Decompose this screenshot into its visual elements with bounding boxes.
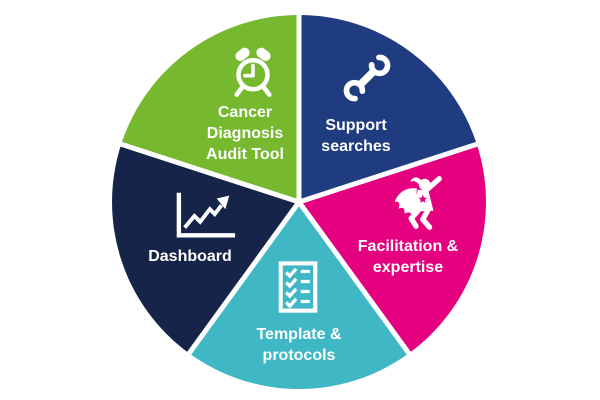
checklist-icon bbox=[278, 260, 318, 314]
label-line: searches bbox=[321, 138, 391, 155]
label-line: expertise bbox=[372, 259, 444, 276]
segment-divider bbox=[298, 141, 478, 205]
superhero-icon bbox=[386, 172, 448, 234]
segment-divider bbox=[296, 200, 411, 355]
segment-label-support-searches: Support searches bbox=[321, 115, 390, 157]
segment-label-facilitation-expertise: Facilitation & expertise bbox=[358, 236, 458, 278]
label-line: Facilitation & bbox=[357, 238, 459, 255]
label-line: Template & bbox=[256, 326, 342, 343]
label-line: Support bbox=[325, 117, 387, 134]
segment-divider bbox=[120, 141, 300, 205]
pie-segment-template-protocols bbox=[189, 202, 409, 390]
segment-label-template-protocols: Template & protocols bbox=[256, 324, 341, 366]
label-line: Dashboard bbox=[148, 248, 232, 265]
segment-label-dashboard: Dashboard bbox=[148, 246, 232, 267]
pie-segment-dashboard bbox=[112, 144, 299, 354]
line-chart-icon bbox=[175, 190, 237, 240]
pie-segment-support-searches bbox=[299, 15, 477, 202]
segment-label-cancer-diagnosis-audit-tool: Cancer Diagnosis Audit Tool bbox=[206, 102, 284, 165]
wrench-icon bbox=[337, 48, 397, 108]
segment-divider bbox=[187, 200, 302, 355]
label-line: Diagnosis bbox=[206, 125, 284, 142]
label-line: Audit Tool bbox=[206, 146, 284, 163]
pie-segment-facilitation-expertise bbox=[299, 144, 486, 354]
label-line: protocols bbox=[262, 347, 336, 364]
alarm-clock-icon bbox=[224, 43, 282, 101]
label-line: Cancer bbox=[217, 104, 273, 121]
